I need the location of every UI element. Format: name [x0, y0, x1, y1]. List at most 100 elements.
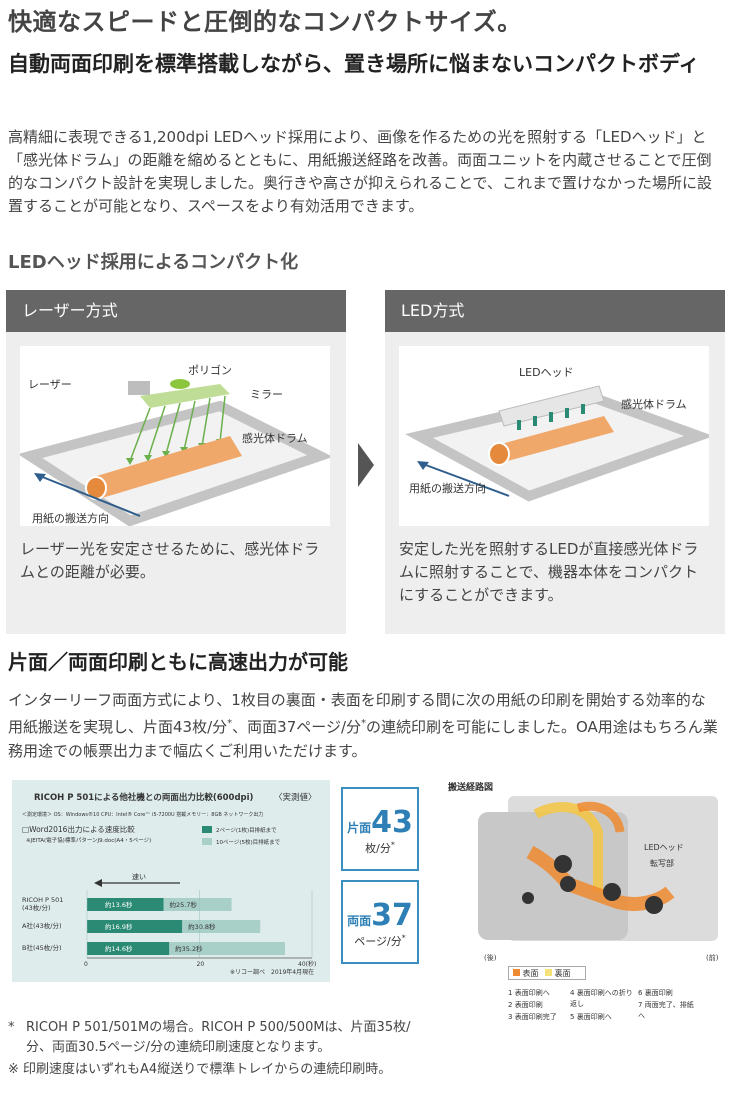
diagram-back: (後): [484, 953, 497, 962]
bar-last-label: 約30.8秒: [188, 922, 216, 931]
speed-desc-part2: 、両面37ページ/分: [232, 718, 361, 736]
fast-label: 速い: [132, 873, 146, 881]
bar-first-page: [87, 920, 183, 933]
legend-back-swatch: [545, 969, 553, 976]
x-tick-label: 0: [84, 961, 88, 968]
laser-diagram: レーザー ポリゴン ミラー 感光体ドラム 用紙の搬送方向: [17, 363, 333, 527]
step-text: 裏面印刷へ: [576, 1013, 612, 1021]
bar-last-label: 約25.7秒: [170, 900, 198, 909]
speed-desc-part1: インターリーフ両面方式により、1枚目の裏面・表面を印刷する間に次の用紙の印刷を開…: [8, 691, 706, 736]
bar-first-label: 約13.6秒: [105, 900, 133, 909]
label-direction: 用紙の搬送方向: [32, 511, 109, 525]
comparison-chart: RICOH P 501による他社機との両面出力比較(600dpi) 〈実測値〉 …: [12, 780, 330, 982]
laser-panel: レーザー方式: [6, 290, 346, 634]
intro-text: 高精細に表現できる1,200dpi LEDヘッド採用により、画像を作るための光を…: [8, 128, 712, 215]
step-4: 4 裏面印刷への折り返し: [570, 988, 634, 1010]
chart-env: ＜測定環境＞ OS：Windows®10 CPU：Intel® Core™ i5…: [22, 811, 263, 818]
chevron-right-icon: [358, 443, 374, 487]
laser-panel-title: レーザー方式: [6, 290, 346, 332]
step-2: 2 表面印刷: [508, 1000, 543, 1011]
footnote-1: * RICOH P 501/501Mの場合。RICOH P 500/500Mは、片…: [8, 1018, 438, 1058]
duplex-label: 両面: [347, 914, 372, 928]
step-num: 5: [570, 1013, 575, 1021]
label-laser: レーザー: [28, 378, 72, 391]
legend-front: 表面: [522, 969, 539, 978]
simplex-stat: 片面43 枚/分*: [341, 787, 419, 871]
step-text: 裏面印刷への折り返し: [570, 989, 633, 1008]
chart-source: ※リコー調べ 2019年4月現在: [230, 968, 314, 976]
fast-arrow-head: [94, 879, 102, 887]
paper-path-diagram: 搬送経路図 LEDヘッド 転写部 (後) (前) 表面 裏面 1 表面印刷へ 2…: [448, 780, 726, 1040]
step-5: 5 裏面印刷へ: [570, 1012, 612, 1023]
step-num: 2: [508, 1001, 513, 1009]
laser-panel-body: レーザー ポリゴン ミラー 感光体ドラム 用紙の搬送方向 レーザー光を安定させる…: [6, 332, 346, 634]
main-heading: 快適なスピードと圧倒的なコンパクトサイズ。: [8, 8, 522, 36]
step-text: 表面印刷: [514, 1001, 543, 1009]
chart-sub: □Word2016出力による速度比較: [22, 824, 135, 834]
led-panel-body: LEDヘッド 感光体ドラム 用紙の搬送方向 安定した光を照射するLEDが直接感光…: [385, 332, 725, 634]
category-label: B社(45枚/分): [22, 943, 62, 952]
diagram-front: (前): [706, 953, 719, 962]
legend-last: 10ページ(5枚)目排紙まで: [216, 838, 281, 846]
step-num: 1: [508, 989, 513, 997]
laser-panel-desc: レーザー光を安定させるために、感光体ドラムとの距離が必要。: [20, 540, 320, 581]
speed-desc-sup2: *: [361, 718, 366, 729]
legend-back: 裏面: [554, 969, 571, 978]
footnote-2: ※ 印刷速度はいずれもA4縦送りで標準トレイからの連続印刷時。: [8, 1062, 392, 1077]
footnote-1-mark: *: [8, 1020, 15, 1035]
legend-swatch-first: [202, 826, 212, 833]
speed-desc-sup1: *: [227, 718, 233, 729]
led-illustration: LEDヘッド 感光体ドラム 用紙の搬送方向: [399, 346, 714, 526]
step-num: 6: [638, 989, 643, 997]
legend-first: 2ページ(1枚)目排紙まで: [216, 826, 277, 834]
led-panel-desc: 安定した光を照射するLEDが直接感光体ドラムに照射することで、機器本体をコンパク…: [399, 540, 699, 604]
speed-desc: インターリーフ両面方式により、1枚目の裏面・表面を印刷する間に次の用紙の印刷を開…: [8, 688, 720, 763]
step-text: 両面完了、排紙へ: [638, 1001, 694, 1020]
label-mirror: ミラー: [250, 388, 283, 401]
duplex-sup: *: [401, 933, 406, 943]
led-panel-title: LED方式: [385, 290, 725, 332]
chart-bars: RICOH P 501(43枚/分)約13.6秒約25.7秒A社(43枚/分)約…: [22, 896, 285, 955]
step-num: 3: [508, 1013, 513, 1021]
category-label: RICOH P 501: [22, 896, 63, 904]
legend-swatch-last: [202, 838, 212, 845]
label-polygon: ポリゴン: [188, 363, 232, 377]
label-drum: 感光体ドラム: [242, 431, 308, 445]
category-label: A社(43枚/分): [22, 921, 61, 930]
step-text: 裏面印刷: [644, 989, 673, 997]
chart-title: RICOH P 501による他社機との両面出力比較(600dpi): [34, 792, 254, 803]
step-num: 7: [638, 1001, 643, 1009]
laser-illustration: レーザー ポリゴン ミラー 感光体ドラム 用紙の搬送方向: [17, 346, 333, 527]
label-led-drum: 感光体ドラム: [621, 397, 687, 411]
bar-first-label: 約16.9秒: [105, 922, 133, 931]
diagram-legend: 表面 裏面: [508, 966, 586, 980]
legend-front-swatch: [513, 969, 520, 976]
x-tick-label: 20: [197, 961, 205, 968]
led-diagram: LEDヘッド 感光体ドラム 用紙の搬送方向: [405, 366, 714, 502]
led-head-icon: [498, 385, 605, 427]
bar-first-page: [87, 898, 164, 911]
label-led-head: LEDヘッド: [519, 366, 574, 379]
duplex-unit: ページ/分: [354, 935, 402, 948]
step-6: 6 裏面印刷: [638, 988, 673, 999]
speed-desc-part3: の連続印刷を可能にしました。OA用途はもちろん業務用途での帳票出力まで幅広くご利…: [8, 718, 718, 760]
chart-svg: RICOH P 501による他社機との両面出力比較(600dpi) 〈実測値〉 …: [22, 792, 317, 976]
speed-section-title: 片面／両面印刷ともに高速出力が可能: [8, 650, 348, 674]
simplex-sup: *: [390, 840, 395, 850]
step-1: 1 表面印刷へ: [508, 988, 550, 999]
printer-illustration: LEDヘッド 転写部 (後) (前): [478, 796, 719, 962]
bar-first-label: 約14.6秒: [105, 944, 133, 953]
laser-unit-icon: [128, 381, 150, 395]
led-section-title: LEDヘッド採用によるコンパクト化: [8, 252, 299, 273]
step-text: 表面印刷完了: [514, 1013, 557, 1021]
simplex-label: 片面: [347, 821, 372, 835]
led-panel: LED方式 LEDヘッド 感光体ドラム 用紙の搬送方向 安定した光を照射するLE: [385, 290, 725, 634]
footnote-1-text: RICOH P 501/501Mの場合。RICOH P 500/500Mは、片面…: [26, 1020, 411, 1055]
step-7: 7 両面完了、排紙へ: [638, 1000, 698, 1022]
diagram-led-head: LEDヘッド: [644, 843, 684, 852]
bar-last-label: 約35.2秒: [175, 944, 203, 953]
bar-first-page: [87, 942, 170, 955]
diagram-transfer: 転写部: [650, 858, 674, 868]
chart-tag: 〈実測値〉: [274, 792, 317, 803]
